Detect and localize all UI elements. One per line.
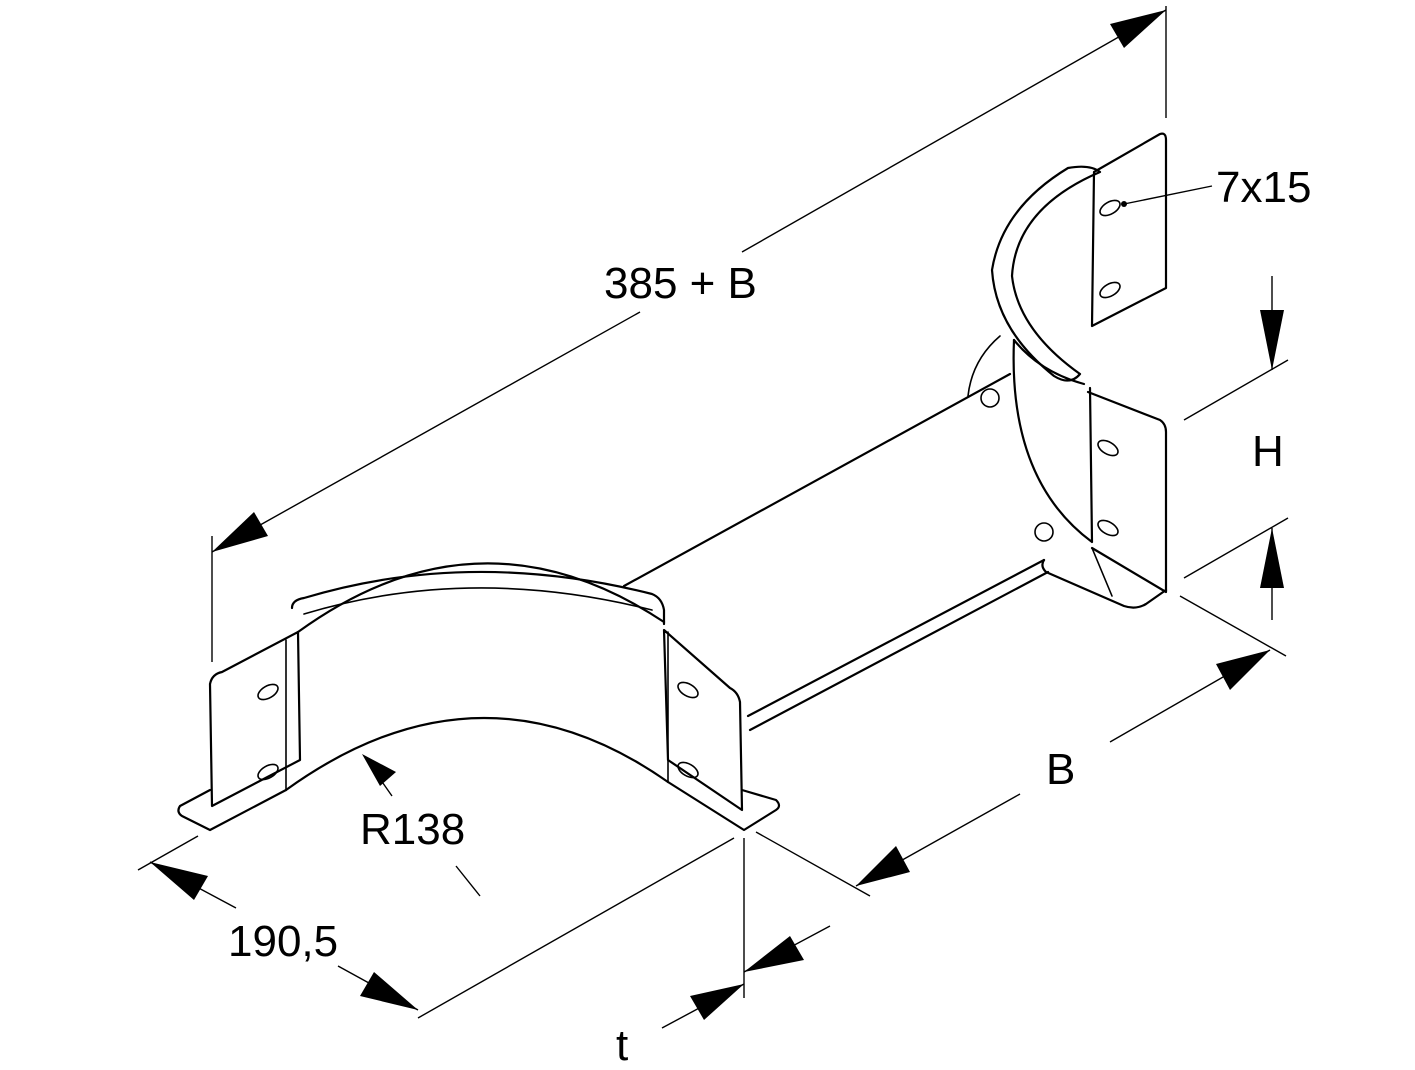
dimension-depth [137, 835, 735, 1019]
connecting-bar [622, 372, 1054, 732]
label-slot: 7x15 [1216, 163, 1311, 212]
left-arch-inner [284, 716, 670, 792]
label-radius: R138 [360, 805, 465, 854]
dimension-width [755, 595, 1287, 897]
leader-radius [362, 754, 481, 897]
left-plate-left [208, 630, 302, 808]
right-flange [1041, 558, 1168, 609]
slot [257, 763, 279, 781]
label-depth: 190,5 [228, 917, 338, 966]
dimension-height [1183, 276, 1289, 620]
left-arch-fitting [177, 562, 781, 832]
leader-slot [1121, 185, 1213, 207]
right-curved-band [1012, 338, 1094, 544]
dimension-length [211, 6, 1167, 662]
slot [1099, 281, 1121, 299]
slot [677, 681, 699, 699]
dimension-thickness [661, 838, 831, 1029]
left-arch-outer [296, 562, 666, 634]
left-plate-right [662, 628, 744, 812]
right-curved-lip [990, 165, 1102, 382]
label-length: 385 + B [604, 259, 757, 308]
slot [1097, 439, 1119, 457]
label-thickness: t [616, 1021, 628, 1070]
label-height: H [1252, 427, 1284, 476]
slot [1097, 519, 1119, 537]
label-width: B [1046, 745, 1075, 794]
right-plate-upper [1090, 132, 1168, 328]
slot [1099, 199, 1121, 217]
slot [257, 683, 279, 701]
right-plate-lower [1086, 390, 1168, 594]
left-arch-lip-inner [303, 587, 653, 615]
slot [677, 761, 699, 779]
right-bend-fitting [967, 132, 1168, 609]
left-arch-lip [290, 570, 666, 626]
left-flange-left [177, 788, 288, 832]
left-flange-right [666, 780, 781, 832]
